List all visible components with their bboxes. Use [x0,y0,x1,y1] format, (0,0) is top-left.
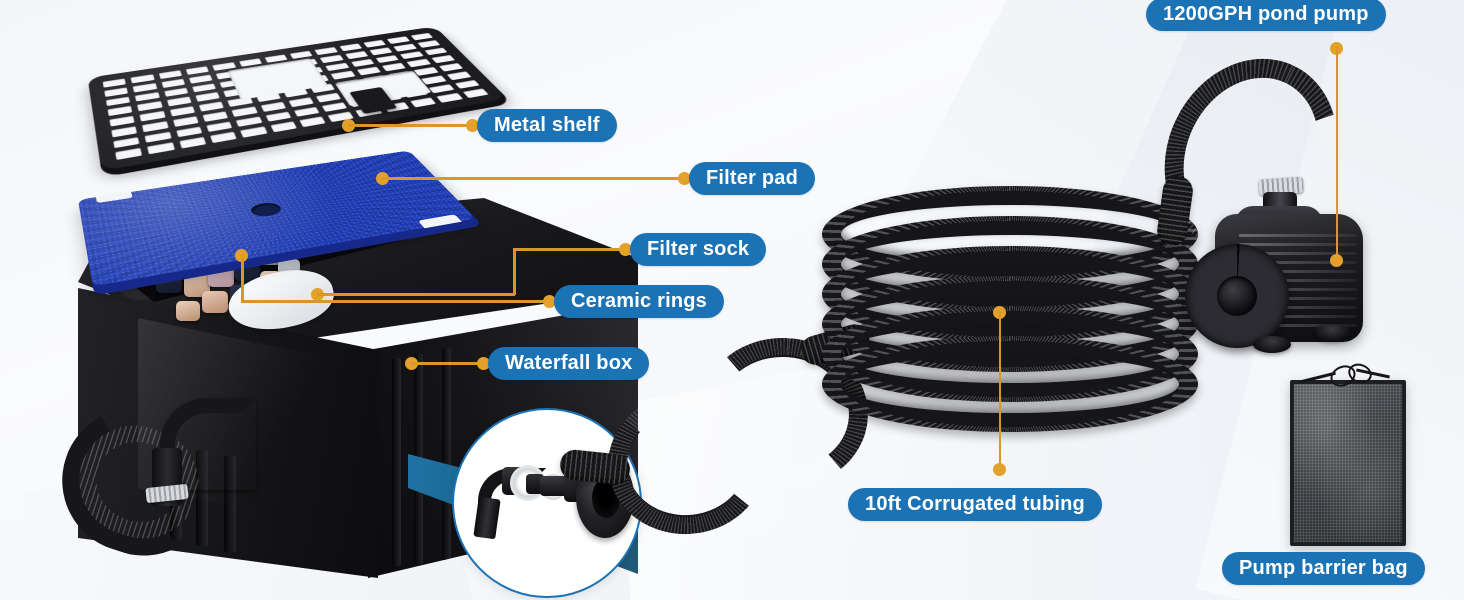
label-pump-barrier-bag[interactable]: Pump barrier bag [1222,552,1425,585]
label-ceramic-rings[interactable]: Ceramic rings [554,285,724,318]
callout-line-ceramic-rings [241,300,549,303]
label-pond-pump[interactable]: 1200GPH pond pump [1146,0,1386,31]
label-waterfall-box[interactable]: Waterfall box [488,347,650,380]
callout-dot-ceramic-rings-end [543,295,556,308]
pond-pump-image [1185,176,1363,372]
inset-bolt [526,474,544,494]
callout-dot-filter-sock-end [619,243,632,256]
box-rib [442,348,451,560]
callout-line-filter-sock [317,293,515,296]
metal-shelf-image [87,26,508,172]
waterfall-box-assembly [0,0,660,600]
callout-dot-pond-pump [1330,254,1343,267]
shelf-tab [349,86,398,114]
pump-suction-foot [1313,324,1351,341]
callout-dot-metal-shelf-end [466,119,479,132]
callout-line-filter-sock [513,248,516,295]
tubing-loop [822,336,1198,432]
callout-dot-waterfall-box-end [477,357,490,370]
callout-dot-corrugated-tubing-end [993,463,1006,476]
pump-intake-grille [1185,244,1289,348]
pump-barrier-bag-image [1290,380,1406,546]
callout-line-waterfall-box [411,362,479,365]
corrugated-tubing-coil [822,186,1198,436]
label-filter-pad[interactable]: Filter pad [689,162,816,195]
label-filter-sock[interactable]: Filter sock [630,233,767,266]
callout-line-corrugated-tubing [998,311,1001,469]
callout-line-pond-pump [1335,47,1338,260]
pump-cooling-fins [1239,234,1357,330]
callout-dot-filter-pad-end [678,172,691,185]
box-rib [392,358,401,566]
callout-line-metal-shelf [348,124,472,127]
callout-line-ceramic-rings [241,254,244,302]
callout-line-filter-sock [513,248,625,251]
pump-suction-foot [1253,336,1291,353]
label-metal-shelf[interactable]: Metal shelf [477,109,617,142]
callout-line-filter-pad [382,177,684,180]
label-corrugated-tubing[interactable]: 10ft Corrugated tubing [848,488,1102,521]
